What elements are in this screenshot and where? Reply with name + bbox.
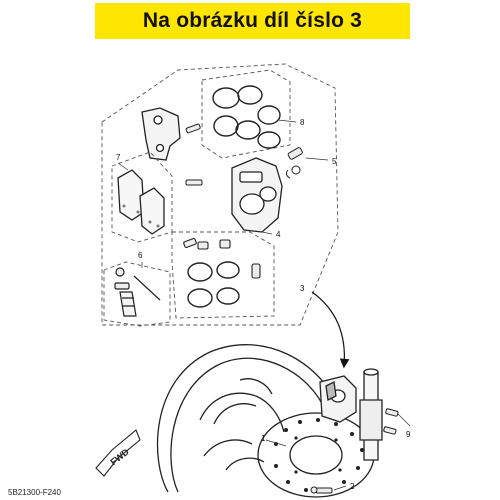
disc-bolt xyxy=(310,486,333,494)
leader-9 xyxy=(397,413,411,427)
callout-5: 5 xyxy=(332,157,337,166)
leader-2 xyxy=(333,485,347,491)
callout-4: 4 xyxy=(276,230,281,239)
leader-1 xyxy=(265,439,287,447)
brake-disc xyxy=(257,412,375,498)
seal-kit-group xyxy=(201,69,297,159)
reference-code: 5B21300-F240 xyxy=(8,488,61,497)
callout-3: 3 xyxy=(300,284,305,293)
mounted-caliper xyxy=(319,375,357,423)
front-wheel xyxy=(156,344,341,493)
bleed-screw xyxy=(285,147,303,179)
caliper-bolts xyxy=(383,408,399,435)
highlight-banner: Na obrázku díl číslo 3 xyxy=(95,3,410,39)
caliper-seal-kit-group xyxy=(171,231,275,319)
pad-kit-group xyxy=(111,151,173,243)
front-fork-leg xyxy=(359,368,383,461)
fwd-arrow-icon: FWD xyxy=(95,429,141,477)
leader-5 xyxy=(305,157,329,161)
slide-pins xyxy=(185,123,203,186)
callout-7: 7 xyxy=(116,153,121,162)
caliper-bracket xyxy=(141,107,181,161)
assembly-arrow xyxy=(311,291,350,369)
banner-text: Na obrázku díl číslo 3 xyxy=(142,9,363,32)
callout-6: 6 xyxy=(138,251,143,260)
callout-8: 8 xyxy=(300,118,305,127)
callout-2: 2 xyxy=(350,482,355,491)
callout-9: 9 xyxy=(406,430,411,439)
callout-1: 1 xyxy=(261,434,266,443)
caliper-body xyxy=(231,157,283,233)
pad-spring-group xyxy=(103,261,171,327)
